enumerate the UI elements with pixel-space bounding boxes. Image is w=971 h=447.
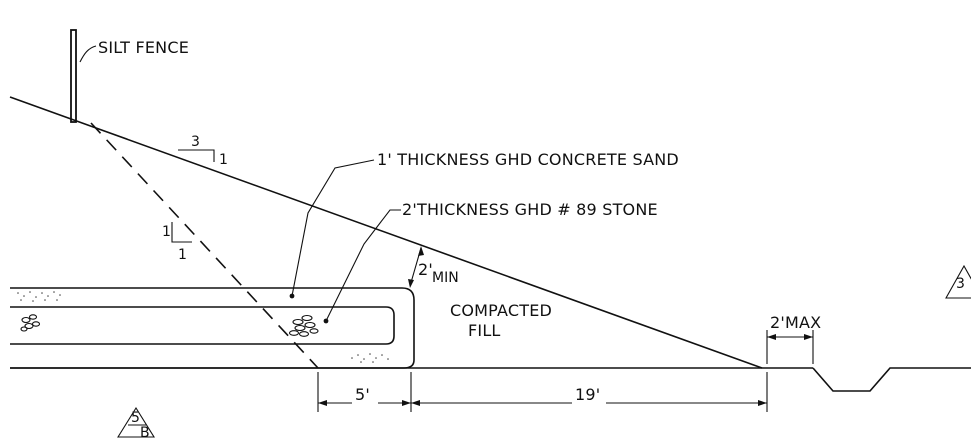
compacted-fill-line1: COMPACTED [450, 301, 552, 320]
dim-19-label: 19' [575, 385, 600, 404]
min-dim-arrow-top [418, 246, 424, 256]
slope-dashed-run: 1 [178, 247, 187, 263]
dim19-arrow-right [758, 400, 767, 406]
sand-leader [291, 159, 375, 297]
sand-envelope [10, 287, 415, 369]
silt-fence-label: SILT FENCE [98, 38, 189, 57]
dim5-label-bg [352, 386, 378, 406]
silt-fence-leader [79, 45, 97, 63]
max-dim-arrow-right [804, 334, 813, 340]
slope-indicator-main [178, 149, 215, 162]
max-dim-label: 2'MAX [770, 313, 821, 332]
ditch-profile [812, 367, 971, 392]
section-ref-triangle-right [945, 264, 971, 299]
main-slope-line [9, 96, 763, 369]
dashed-excavation-line [90, 122, 319, 369]
slope-main-run: 3 [191, 134, 200, 150]
section-ref-left-top: 5 [131, 410, 140, 426]
dim-5-label: 5' [355, 385, 370, 404]
stone-aggregate-center [288, 314, 319, 337]
stone-layer-label: 2'THICKNESS GHD # 89 STONE [402, 200, 658, 219]
stone-leader [325, 209, 401, 322]
dim5-arrow-right [402, 400, 411, 406]
stone-aggregate-left [20, 314, 41, 332]
dim5-arrow-left [318, 400, 327, 406]
min-dim-value: 2' [418, 260, 433, 279]
sand-leader-dot [289, 293, 295, 299]
sand-stipple [17, 291, 389, 363]
dim19-arrow-left [411, 400, 420, 406]
sand-layer-label: 1' THICKNESS GHD CONCRETE SAND [377, 150, 679, 169]
slope-dashed-rise: 1 [162, 224, 171, 240]
stone-layer [10, 306, 395, 345]
silt-fence-post [70, 29, 77, 123]
max-dim-arrow-left [767, 334, 776, 340]
min-dim-suffix: MIN [432, 270, 459, 286]
dim19-label-bg [572, 386, 606, 406]
slope-indicator-dashed [171, 222, 192, 243]
stone-leader-dot [323, 318, 329, 324]
section-ref-triangle-left [117, 406, 155, 438]
section-ref-left-bottom: B [140, 425, 150, 441]
slope-main-rise: 1 [219, 152, 228, 168]
section-ref-right-top: 3 [956, 276, 965, 292]
compacted-fill-line2: FILL [468, 321, 501, 340]
min-dim-arrow-bottom [408, 279, 414, 288]
